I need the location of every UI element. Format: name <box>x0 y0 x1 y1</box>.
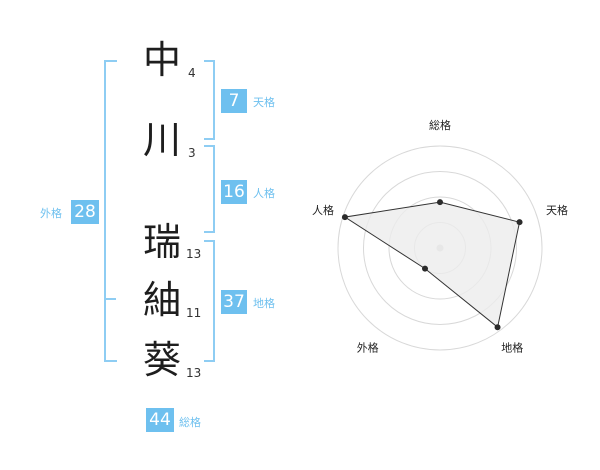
stroke-count-2: 3 <box>188 146 196 160</box>
jinkaku-value: 16 <box>221 180 247 204</box>
radar-point-1 <box>437 199 443 206</box>
radar-ring <box>337 145 543 351</box>
gaikaku-bracket-tick <box>104 298 116 300</box>
stroke-count-1: 4 <box>188 66 196 80</box>
stroke-count-5: 13 <box>186 366 202 380</box>
name-char-5: 葵 <box>142 338 181 382</box>
jinkaku-label: 人格 <box>253 187 275 200</box>
radar-axis-label: 地格 <box>501 341 523 355</box>
name-char-4: 紬 <box>142 278 181 322</box>
radar-axis-label: 総格 <box>429 118 451 132</box>
gaikaku-value: 28 <box>71 200 99 224</box>
chikaku-label: 地格 <box>253 297 275 310</box>
radar-ring <box>363 171 517 325</box>
radar-point-5 <box>341 214 348 221</box>
radar-axis-label: 外格 <box>357 341 379 355</box>
name-char-2: 川 <box>142 118 181 162</box>
soukaku-label: 総格 <box>179 416 201 429</box>
jinkaku-bracket <box>204 145 215 233</box>
radar-axis-label: 天格 <box>546 203 568 217</box>
name-char-1: 中 <box>142 38 181 82</box>
tenkaku-value: 7 <box>221 89 247 113</box>
gaikaku-bracket <box>104 60 117 362</box>
radar-area <box>343 201 521 329</box>
radar-point-3 <box>494 324 501 331</box>
tenkaku-label: 天格 <box>253 96 275 109</box>
stroke-count-3: 13 <box>186 247 202 261</box>
radar-point-2 <box>516 219 523 226</box>
stroke-count-4: 11 <box>186 306 202 320</box>
gaikaku-label: 外格 <box>40 207 62 220</box>
chikaku-bracket <box>204 240 215 362</box>
tenkaku-bracket <box>204 60 215 140</box>
chikaku-value: 37 <box>221 290 247 314</box>
soukaku-value: 44 <box>146 408 174 432</box>
name-char-3: 瑞 <box>142 220 181 264</box>
radar-point-4 <box>422 265 429 272</box>
radar-axis-label: 人格 <box>312 203 334 217</box>
